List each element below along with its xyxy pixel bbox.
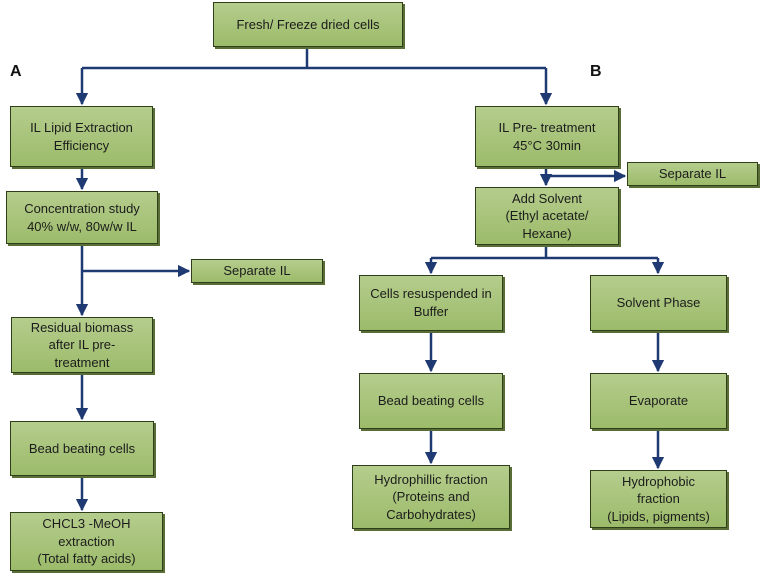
b-pretreatment-node: IL Pre- treatment 45°C 30min <box>475 106 619 167</box>
b-solvent-node: Add Solvent (Ethyl acetate/ Hexane) <box>475 187 619 245</box>
b-hydrophobic-node: Hydrophobic fraction (Lipids, pigments) <box>590 470 727 528</box>
a-residual-node: Residual biomass after IL pre- treatment <box>11 317 153 373</box>
b-evaporate-node: Evaporate <box>590 373 727 429</box>
panel-label-a: A <box>10 63 22 80</box>
b-hydrophillic-node: Hydrophillic fraction (Proteins and Carb… <box>352 465 510 529</box>
b-solvent-phase-node: Solvent Phase <box>590 275 727 331</box>
b-resuspended-node: Cells resuspended in Buffer <box>359 275 503 331</box>
a-concentration-node: Concentration study 40% w/w, 80w/w IL <box>6 191 158 244</box>
a-chcl3-node: CHCL3 -MeOH extraction (Total fatty acid… <box>10 512 163 571</box>
start-node: Fresh/ Freeze dried cells <box>213 2 403 47</box>
panel-label-b: B <box>590 63 602 80</box>
a-separate-il-node: Separate IL <box>191 259 323 283</box>
b-separate-il-node: Separate IL <box>627 162 758 186</box>
a-extraction-node: IL Lipid Extraction Efficiency <box>10 106 153 167</box>
b-bead-node: Bead beating cells <box>359 373 503 429</box>
a-bead-node: Bead beating cells <box>10 421 154 476</box>
